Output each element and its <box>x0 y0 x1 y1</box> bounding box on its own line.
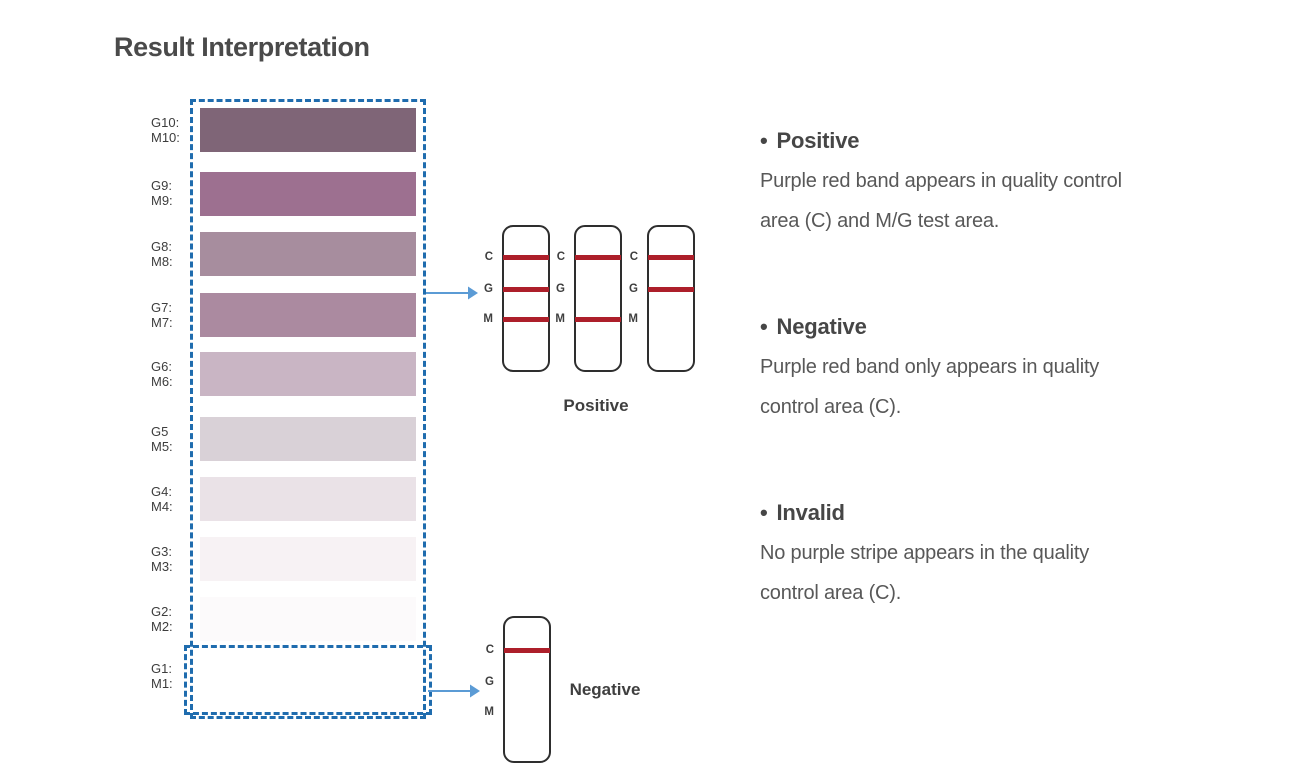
strip-line-label-m: M <box>555 313 565 325</box>
negative-caption: Negative <box>569 680 641 699</box>
legend-negative-heading: •Negative <box>760 314 867 339</box>
positive-caption: Positive <box>563 396 629 415</box>
gradient-row-label: G10:M10: <box>151 115 180 145</box>
legend-invalid-text: No purple stripe appears in the quality … <box>760 542 1090 604</box>
gradient-swatch <box>200 597 416 641</box>
strip-line-label-g: G <box>485 676 494 688</box>
gradient-row-label: G4:M4: <box>151 484 173 514</box>
strip-line-label-m: M <box>628 313 638 325</box>
strip-line-label-g: G <box>629 283 638 295</box>
test-strip-positive-1 <box>502 225 550 372</box>
legend-invalid-heading: •Invalid <box>760 500 845 525</box>
strip-line-label-g: G <box>556 283 565 295</box>
legend-positive-text: Purple red band appears in quality contr… <box>760 170 1122 232</box>
test-strip-positive-3 <box>647 225 695 372</box>
legend-positive-heading: •Positive <box>760 128 860 153</box>
strip-band-c <box>504 648 550 653</box>
legend-negative: •Negative Purple red band only appears i… <box>760 314 1200 427</box>
gradient-row-label: G8:M8: <box>151 239 173 269</box>
negative-level-box <box>184 645 432 715</box>
gradient-row-label: G3:M3: <box>151 544 173 574</box>
legend-positive: •Positive Purple red band appears in qua… <box>760 128 1200 241</box>
arrow-right-icon <box>428 684 480 698</box>
bullet-icon: • <box>760 500 768 525</box>
strip-line-label-c: C <box>629 251 638 263</box>
gradient-row-label: G7:M7: <box>151 300 173 330</box>
gradient-row-label: G9:M9: <box>151 178 173 208</box>
legend-negative-text: Purple red band only appears in quality … <box>760 356 1100 418</box>
gradient-row-label: G6:M6: <box>151 359 173 389</box>
gradient-swatch <box>200 172 416 216</box>
bullet-icon: • <box>760 314 768 339</box>
bullet-icon: • <box>760 128 768 153</box>
gradient-row-label: G1:M1: <box>151 661 173 691</box>
gradient-swatch <box>200 477 416 521</box>
strip-line-label-m: M <box>484 706 494 718</box>
strip-band-c <box>575 255 621 260</box>
gradient-swatch <box>200 417 416 461</box>
gradient-swatch <box>200 537 416 581</box>
strip-line-label-g: G <box>484 283 493 295</box>
gradient-row-label: G2:M2: <box>151 604 173 634</box>
gradient-swatch <box>200 352 416 396</box>
strip-line-label-c: C <box>485 644 494 656</box>
strip-band-m <box>503 317 549 322</box>
strip-band-c <box>503 255 549 260</box>
strip-line-label-m: M <box>483 313 493 325</box>
strip-band-c <box>648 255 694 260</box>
strip-band-g <box>503 287 549 292</box>
gradient-swatch <box>200 293 416 337</box>
legend-invalid: •Invalid No purple stripe appears in the… <box>760 500 1200 613</box>
strip-line-label-c: C <box>484 251 493 263</box>
page-title: Result Interpretation <box>114 32 370 62</box>
strip-line-label-c: C <box>556 251 565 263</box>
arrow-right-icon <box>426 286 478 300</box>
gradient-swatch <box>200 232 416 276</box>
test-strip-negative <box>503 616 551 763</box>
test-strip-positive-2 <box>574 225 622 372</box>
gradient-scale-box <box>190 99 426 719</box>
gradient-swatch <box>200 108 416 152</box>
strip-band-m <box>575 317 621 322</box>
strip-band-g <box>648 287 694 292</box>
